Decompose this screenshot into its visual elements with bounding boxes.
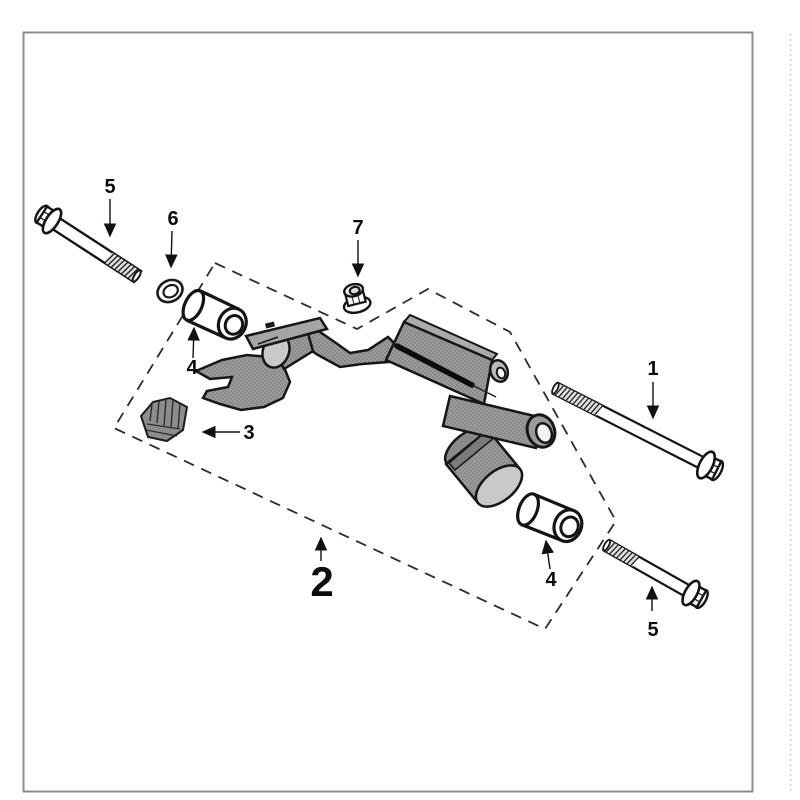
assembly-boundary-dashed-outline	[112, 261, 618, 631]
callout-label-6: 6	[167, 208, 178, 230]
flange-nut-part7	[342, 282, 372, 315]
callout-label-5-top: 5	[104, 176, 115, 198]
bushing-part4-top	[181, 288, 248, 341]
engine-mount-link	[193, 313, 557, 508]
rubber-buffer-part3	[139, 396, 189, 443]
callout-label-1: 1	[647, 358, 658, 380]
callout-4-bottom-arrow	[541, 539, 555, 570]
link-clamp-strap	[244, 316, 329, 351]
callout-label-5-bottom: 5	[647, 619, 658, 641]
page-frame-border	[22, 31, 754, 793]
link-damper-cylinder	[443, 426, 524, 508]
bushing-part4-bottom	[516, 492, 584, 544]
flange-bolt-5-top	[34, 204, 143, 284]
link-clevis-fork	[193, 353, 292, 412]
link-block-body	[384, 313, 510, 406]
link-pivot-eye	[525, 413, 557, 449]
callout-label-7: 7	[352, 217, 363, 239]
link-right-arm	[441, 394, 545, 450]
callout-arrows	[103, 199, 660, 611]
callout-label-4-bottom: 4	[545, 569, 557, 591]
washer-part6	[156, 278, 184, 304]
callout-label-3: 3	[243, 422, 254, 444]
callout-label-2: 2	[310, 558, 333, 605]
callout-6-arrow	[165, 230, 178, 269]
callout-label-4-top: 4	[186, 357, 198, 379]
callout-4-top-arrow	[187, 326, 200, 359]
flange-bolt-5-bottom	[602, 538, 709, 610]
flange-bolt-1	[551, 381, 725, 482]
